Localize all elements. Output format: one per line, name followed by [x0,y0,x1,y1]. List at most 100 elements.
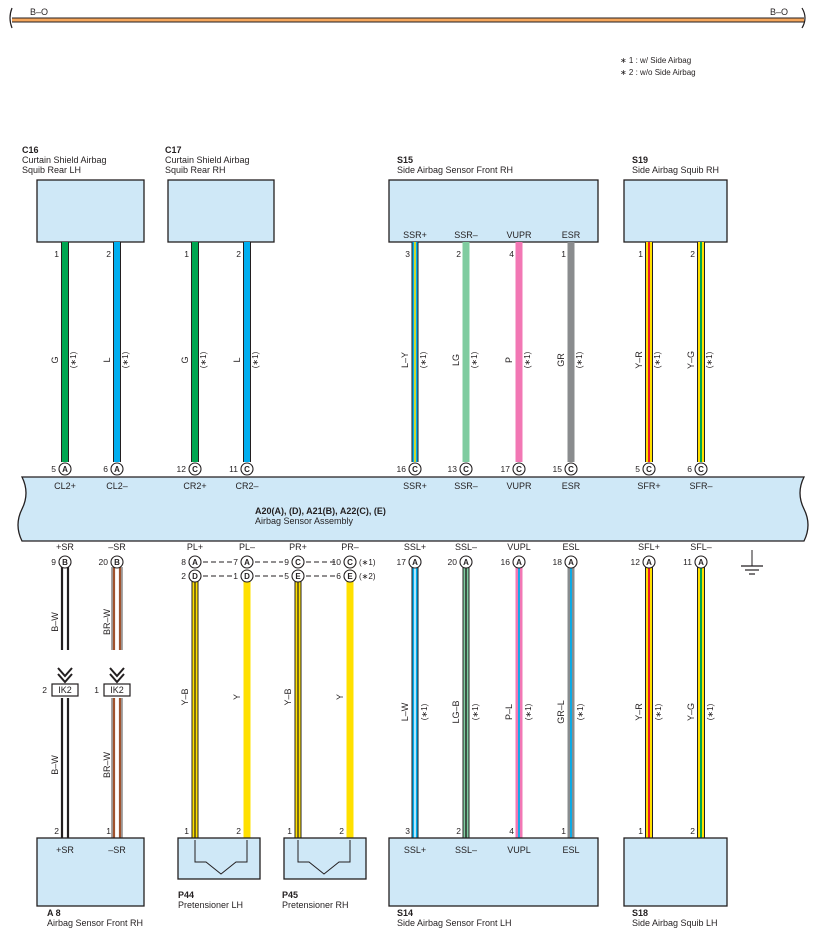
pin-signal: CL2+ [54,481,76,491]
pin-number: 7 [233,557,238,567]
pin-note: (∗1) [359,558,376,567]
wire-pin: 1 [638,826,643,836]
pin-connector-letter: C [295,558,301,567]
assembly-title: A20(A), (D), A21(B), A22(C), (E) [255,506,386,516]
component-box [623,179,728,243]
wire-note: (∗1) [524,703,533,720]
wire-pin: 1 [561,249,566,259]
pin-signal: PR– [341,542,359,552]
pin-signal: SSL+ [404,542,426,552]
pin-number: 12 [631,557,641,567]
wire-color-label: G [180,356,190,363]
wire-pin: 2 [456,826,461,836]
wire-note: (∗1) [471,703,480,720]
component-name: Pretensioner RH [282,900,349,910]
component-code: S19 [632,155,648,165]
wire-color-label: G [50,356,60,363]
wire-pin: 1 [184,826,189,836]
pin-connector-letter: D [244,572,250,581]
pin-signal: +SR [56,542,74,552]
component-s14: SSL+ SSL– VUPL ESL S14 Side Airbag Senso… [388,837,599,928]
pin-signal: PL+ [187,542,203,552]
pin-signal: –SR [108,845,126,855]
component-code: C17 [165,145,182,155]
pin-number: 6 [103,464,108,474]
note-2: ∗ 2 : w/o Side Airbag [620,68,696,77]
pin-number: 12 [177,464,187,474]
wire-pin: 2 [690,249,695,259]
pin-number: 5 [635,464,640,474]
pin-signal: VUPL [507,542,531,552]
assembly-pin: C 5 SFR+ [635,462,661,491]
assembly-pin: C 12 CR2+ [177,462,207,491]
bus-right-label: B–O [770,7,788,17]
wire-pin: 1 [561,826,566,836]
wire-color-label: P [504,357,514,363]
component-box [167,179,275,243]
wire-color-label: Y–G [686,351,696,369]
top-wire-labels: G (∗1) L (∗1) G (∗1) L (∗1) L–Y (∗1) LG … [50,351,714,369]
component-box [388,837,599,907]
component-name: Pretensioner LH [178,900,243,910]
pin-signal: SFR+ [637,481,660,491]
wire-note: (∗1) [576,703,585,720]
pin-connector-letter: C [347,558,353,567]
pin-signal: SFR– [689,481,712,491]
component-c17: C17 Curtain Shield Airbag Squib Rear RH [165,145,275,243]
wire-pin: 1 [287,826,292,836]
pin-number: 2 [181,571,186,581]
pin-connector-letter: C [412,465,418,474]
wire-color-label: Y–R [634,351,644,369]
wire-color-label: B–W [50,755,60,775]
wire-note: (∗1) [419,351,428,368]
component-code: S18 [632,908,648,918]
wire-pin: 2 [54,826,59,836]
pin-connector-letter: B [114,558,120,567]
component-name: Side Airbag Sensor Front RH [397,165,513,175]
wire-note: (∗1) [706,703,715,720]
wire-color-label: P–L [504,704,514,720]
pin-connector-letter: E [347,572,353,581]
pin-connector-letter: C [244,465,250,474]
pin-signal: CR2+ [183,481,206,491]
component-name: Side Airbag Squib RH [632,165,719,175]
pin-number: 20 [448,557,458,567]
pin-connector-letter: E [295,572,301,581]
pin-signal: ESR [562,481,581,491]
pin-signal: ESR [562,230,581,240]
pin-connector-letter: A [698,558,704,567]
note-1: ∗ 1 : w/ Side Airbag [620,56,691,65]
assembly-pin: C 15 ESR [553,462,581,491]
wire-note: (∗1) [199,351,208,368]
wire-color-label: L–W [400,702,410,721]
wire-pin: 1 [54,249,59,259]
assembly-pin: C 6 SFR– [687,462,713,491]
wire-color-label: Y–G [686,703,696,721]
pin-number: 8 [181,557,186,567]
pin-number: 18 [553,557,563,567]
pin-number: 6 [687,464,692,474]
wire-color-label: Y [335,694,345,700]
pin-signal: CR2– [235,481,258,491]
pin-number: 5 [51,464,56,474]
pin-number: 16 [501,557,511,567]
assembly-pin: C 16 SSR+ [397,462,427,491]
pin-signal: VUPL [507,845,531,855]
wire-color-label: GR [556,353,566,367]
pin-signal: VUPR [506,230,532,240]
pin-connector-letter: A [516,558,522,567]
wire-color-label: L–Y [400,352,410,368]
wire-color-label: GR–L [556,700,566,724]
component-name: Airbag Sensor Front RH [47,918,143,928]
pin-number: 17 [397,557,407,567]
pin-connector-letter: A [412,558,418,567]
wire-note: (∗1) [705,351,714,368]
assembly-subtitle: Airbag Sensor Assembly [255,516,354,526]
pin-number: 9 [51,557,56,567]
wire-color-label: Y [232,694,242,700]
wire-pin: 2 [106,249,111,259]
component-s18: S18 Side Airbag Squib LH [623,837,728,928]
pin-connector-letter: A [646,558,652,567]
component-code: S14 [397,908,413,918]
